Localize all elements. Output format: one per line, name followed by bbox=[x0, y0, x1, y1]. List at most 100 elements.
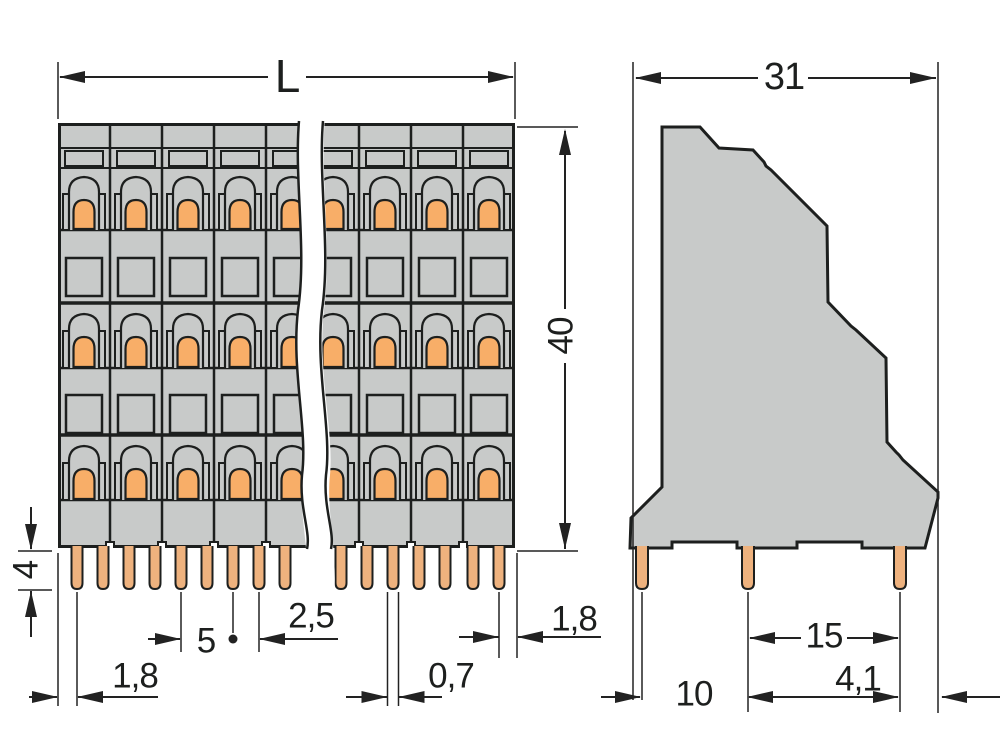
push-actuator bbox=[228, 198, 252, 231]
dimension-arrow bbox=[259, 633, 285, 645]
dim-label-overall-depth: 31 bbox=[764, 56, 804, 98]
solder-pin bbox=[438, 546, 452, 591]
push-actuator bbox=[124, 198, 148, 231]
push-actuator bbox=[373, 467, 397, 501]
push-actuator bbox=[72, 467, 96, 501]
solder-pin bbox=[70, 546, 84, 591]
wire-entry-slot bbox=[116, 150, 156, 167]
push-actuator bbox=[373, 198, 397, 231]
push-actuator bbox=[477, 467, 501, 501]
terminal-body-side bbox=[628, 125, 940, 550]
dimension-arrow bbox=[749, 632, 775, 644]
dim-label-pin-pitch: 2,5 bbox=[288, 597, 334, 636]
dim-label-overall-width: L bbox=[275, 50, 300, 102]
push-actuator bbox=[425, 467, 449, 501]
dimension-arrow bbox=[473, 631, 499, 643]
wire-entry-slot bbox=[220, 150, 260, 167]
pin-notch bbox=[458, 541, 468, 548]
dimension-arrow bbox=[615, 691, 641, 703]
dimension-arrow bbox=[873, 632, 899, 644]
push-actuator bbox=[280, 467, 304, 501]
solder-pin bbox=[334, 546, 348, 591]
push-actuator bbox=[425, 335, 449, 369]
solder-pin bbox=[412, 546, 426, 591]
housing-window bbox=[469, 393, 509, 435]
solder-pin bbox=[466, 546, 480, 591]
solder-pin bbox=[96, 546, 110, 591]
push-actuator bbox=[124, 335, 148, 369]
dim-label-overall-height: 40 bbox=[542, 317, 581, 354]
solder-pin bbox=[893, 546, 907, 591]
dimension-arrow bbox=[59, 71, 85, 83]
dim-label-edge-to-first-pin: 1,8 bbox=[112, 657, 158, 696]
solder-pin bbox=[386, 546, 400, 591]
solder-pin bbox=[741, 546, 755, 591]
push-actuator bbox=[477, 198, 501, 231]
solder-pin bbox=[174, 546, 188, 591]
side-view bbox=[628, 125, 940, 591]
datum-dot bbox=[228, 634, 238, 644]
wire-entry-slot bbox=[168, 150, 208, 167]
dimension-arrow bbox=[910, 72, 936, 84]
housing-window bbox=[64, 393, 104, 435]
push-actuator bbox=[72, 198, 96, 231]
solder-pin bbox=[492, 546, 506, 591]
push-actuator bbox=[228, 335, 252, 369]
solder-pin bbox=[635, 546, 649, 591]
break-line bbox=[319, 120, 334, 550]
housing-window bbox=[469, 256, 509, 298]
dim-label-rear-pin-spacing: 15 bbox=[806, 617, 843, 656]
housing-window bbox=[116, 256, 156, 298]
push-actuator bbox=[477, 335, 501, 369]
solder-pin bbox=[122, 546, 136, 591]
wire-entry-slot bbox=[469, 150, 509, 167]
housing-window bbox=[116, 393, 156, 435]
dim-label-pin-to-rear-edge: 4,1 bbox=[835, 660, 881, 699]
dimension-arrow bbox=[941, 691, 967, 703]
solder-pin bbox=[148, 546, 162, 591]
wire-entry-slot bbox=[64, 150, 104, 167]
solder-pin bbox=[200, 546, 214, 591]
dimension-arrow bbox=[488, 71, 514, 83]
dimension-arrow bbox=[77, 691, 103, 703]
wire-entry-slot bbox=[365, 150, 405, 167]
dimension-arrow bbox=[559, 129, 571, 155]
push-actuator bbox=[425, 198, 449, 231]
housing-window bbox=[168, 256, 208, 298]
solder-pin bbox=[278, 546, 292, 591]
housing-window bbox=[417, 256, 457, 298]
housing-window bbox=[417, 393, 457, 435]
dimension-arrow bbox=[25, 524, 37, 550]
push-actuator bbox=[373, 335, 397, 369]
housing-window bbox=[220, 393, 260, 435]
dimension-arrow bbox=[361, 691, 388, 703]
dimension-arrow bbox=[155, 633, 181, 645]
push-actuator bbox=[321, 335, 345, 369]
push-actuator bbox=[176, 335, 200, 369]
dimension-arrow bbox=[517, 631, 543, 643]
housing-window bbox=[220, 256, 260, 298]
dimension-arrow bbox=[398, 691, 425, 703]
housing-window bbox=[64, 256, 104, 298]
push-actuator bbox=[72, 335, 96, 369]
dimension-arrow bbox=[25, 591, 37, 617]
dimension-arrow bbox=[747, 691, 773, 703]
housing-window bbox=[365, 393, 405, 435]
push-actuator bbox=[176, 198, 200, 231]
dimension-arrow bbox=[873, 691, 899, 703]
solder-pin bbox=[360, 546, 374, 591]
housing-window bbox=[365, 256, 405, 298]
front-view bbox=[58, 116, 515, 600]
solder-pin bbox=[226, 546, 240, 591]
dimension-arrow bbox=[32, 691, 58, 703]
solder-pin bbox=[252, 546, 266, 591]
break-line bbox=[295, 120, 310, 550]
wire-entry-slot bbox=[417, 150, 457, 167]
push-actuator bbox=[124, 467, 148, 501]
dim-label-last-pin-to-edge: 1,8 bbox=[551, 600, 597, 639]
housing-window bbox=[168, 393, 208, 435]
dim-label-pole-pitch: 5 bbox=[197, 622, 215, 661]
